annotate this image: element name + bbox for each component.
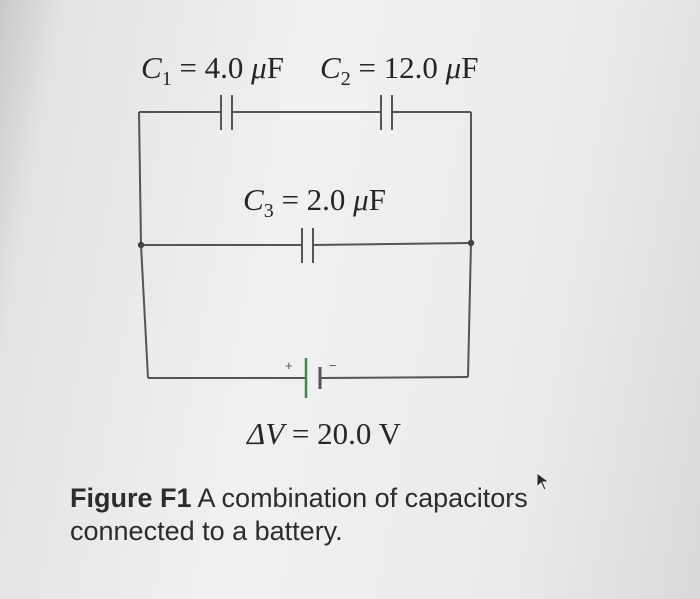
c2-micro: μ [445, 50, 462, 85]
wire-mid-right [312, 242, 472, 246]
capacitor-c2 [380, 95, 393, 130]
c1-label: C1 = 4.0 μF [141, 50, 284, 89]
c1-unit: F [266, 50, 284, 85]
c3-symbol: C [243, 182, 264, 217]
battery-voltage-value: = 20.0 V [291, 416, 401, 451]
c1-symbol: C [141, 50, 162, 85]
junctions [137, 239, 475, 249]
c3-unit: F [368, 182, 386, 217]
capacitor-c3 [301, 228, 314, 263]
figure-caption: Figure F1 A combination of capacitors co… [70, 482, 590, 548]
c2-value: = 12.0 [358, 50, 438, 85]
caption-text: A combination of capacitors connected to… [70, 483, 528, 546]
delta-v-symbol: ΔV [247, 416, 285, 451]
c2-symbol: C [320, 50, 341, 85]
wire-bottom-right [319, 376, 469, 379]
battery-voltage-label: ΔV = 20.0 V [247, 418, 401, 449]
c1-subscript: 1 [161, 68, 172, 90]
figure-number: Figure F1 [70, 483, 192, 513]
c2-unit: F [461, 50, 479, 85]
c2-label: C2 = 12.0 μF [320, 50, 479, 89]
c3-value: = 2.0 [281, 182, 346, 217]
battery: + − [285, 358, 337, 398]
c3-micro: μ [353, 182, 369, 217]
wire-right-lower [467, 242, 472, 378]
c1-value: = 4.0 [179, 50, 244, 85]
junction-right [467, 239, 475, 247]
capacitor-c1 [220, 95, 233, 130]
wire-left-lower [140, 244, 149, 379]
c2-subscript: 2 [340, 68, 351, 90]
battery-positive-sign: + [285, 358, 293, 373]
battery-negative-sign: − [329, 358, 337, 373]
circuit-wires [138, 111, 472, 379]
wire-left-upper [138, 111, 142, 246]
c3-label: C3 = 2.0 μF [243, 182, 386, 221]
c1-micro: μ [251, 50, 267, 85]
c3-subscript: 3 [263, 200, 274, 222]
junction-left [137, 241, 145, 249]
cursor-arrow-icon [536, 472, 551, 491]
